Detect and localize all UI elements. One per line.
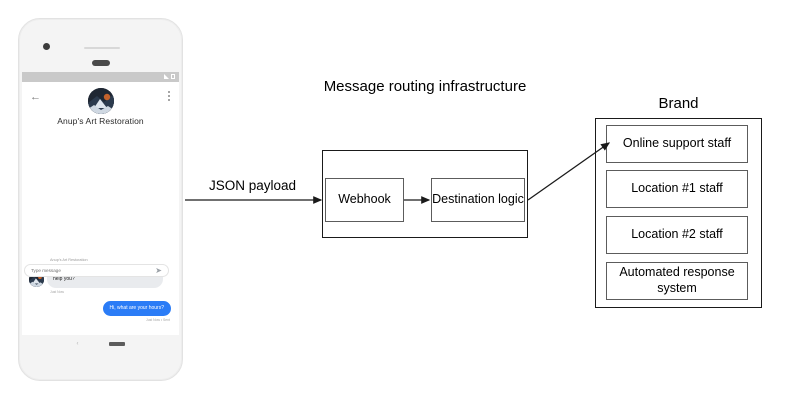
chat-app-header: ← Anup's Art Restoration [22, 82, 179, 134]
home-pill-icon[interactable] [108, 342, 125, 346]
routing-infrastructure-title: Message routing infrastructure [323, 78, 527, 95]
phone-mockup: ← Anup's Art Restoration Anup's Art Rest… [18, 18, 183, 381]
back-arrow-icon[interactable]: ← [30, 91, 41, 103]
status-bar-icons [164, 74, 175, 79]
chat-brand-title: Anup's Art Restoration [57, 116, 144, 126]
destination-logic-box[interactable]: Destination logic [431, 178, 525, 222]
message-composer[interactable]: ➤ [24, 264, 169, 277]
incoming-message-sender: Anup's Art Restoration [50, 258, 88, 262]
brand-avatar-icon [87, 88, 114, 114]
battery-icon [171, 74, 175, 79]
nav-back-icon[interactable]: ‹ [76, 341, 79, 347]
brand-item-location-2-staff[interactable]: Location #2 staff [606, 216, 748, 254]
brand-item-location-1-staff[interactable]: Location #1 staff [606, 170, 748, 208]
phone-screen: ← Anup's Art Restoration Anup's Art Rest… [22, 72, 179, 335]
send-icon[interactable]: ➤ [155, 265, 162, 275]
brand-title: Brand [658, 95, 699, 112]
front-camera-icon [43, 43, 50, 50]
message-input[interactable] [31, 268, 156, 273]
webhook-box[interactable]: Webhook [325, 178, 404, 222]
json-payload-label: JSON payload [208, 178, 297, 193]
kebab-menu-icon[interactable] [168, 91, 170, 101]
brand-item-automated-response-system[interactable]: Automated response system [606, 262, 748, 300]
speaker-grille-icon [84, 47, 120, 49]
outgoing-message-time: Just Now • Sent [146, 318, 170, 322]
signal-triangle-icon [164, 74, 169, 79]
earpiece-icon [92, 60, 110, 66]
brand-item-online-support-staff[interactable]: Online support staff [606, 125, 748, 163]
status-bar [22, 72, 179, 82]
outgoing-message-row: Hi, what are your hours? [22, 300, 179, 316]
outgoing-message-bubble: Hi, what are your hours? [102, 300, 171, 316]
android-nav-bar: ‹ [22, 335, 179, 353]
incoming-message-time: Just Now [50, 289, 64, 294]
